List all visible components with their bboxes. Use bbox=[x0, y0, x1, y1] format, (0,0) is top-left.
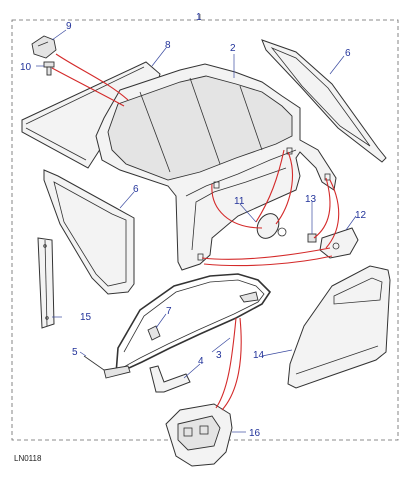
part-6-left-window[interactable] bbox=[43, 169, 135, 295]
part-16-latch-housing[interactable] bbox=[165, 403, 233, 467]
callout-12: 12 bbox=[355, 210, 367, 221]
callout-11: 11 bbox=[234, 196, 245, 207]
assembly-frame bbox=[11, 19, 399, 441]
callout-8: 8 bbox=[165, 40, 171, 51]
part-15-trim-strip[interactable] bbox=[37, 237, 55, 329]
part-2-hard-top-body[interactable] bbox=[95, 63, 337, 271]
callout-16: 16 bbox=[249, 428, 261, 439]
callout-10: 10 bbox=[20, 62, 32, 73]
part-5-rod[interactable] bbox=[83, 355, 131, 379]
part-11-washer[interactable] bbox=[253, 210, 287, 243]
part-12-bracket[interactable] bbox=[319, 227, 359, 259]
leader-lines bbox=[36, 29, 357, 433]
callout-7: 7 bbox=[166, 306, 172, 317]
part-9-cap[interactable] bbox=[31, 35, 57, 59]
callout-13: 13 bbox=[305, 194, 317, 205]
diagram-code: LN0118 bbox=[14, 454, 42, 463]
callout-5: 5 bbox=[72, 347, 78, 358]
callout-2: 2 bbox=[230, 43, 236, 54]
callout-4: 4 bbox=[198, 356, 204, 367]
part-3-seal-frame[interactable] bbox=[115, 273, 272, 376]
callout-6-upper: 6 bbox=[345, 48, 351, 59]
part-10-screw[interactable] bbox=[43, 61, 55, 76]
part-4-bracket[interactable] bbox=[149, 365, 191, 393]
part-14-door-pad[interactable] bbox=[287, 265, 391, 389]
callout-labels: 1 2 3 4 5 6 6 7 8 9 10 11 12 13 14 15 16 bbox=[20, 12, 367, 439]
part-6-upper-window[interactable] bbox=[261, 39, 387, 163]
callout-6-left: 6 bbox=[133, 184, 139, 195]
routing-lines bbox=[51, 53, 340, 411]
callout-1: 1 bbox=[196, 12, 202, 23]
callout-14: 14 bbox=[253, 350, 265, 361]
part-7-clip[interactable] bbox=[147, 325, 161, 341]
callout-3: 3 bbox=[216, 350, 222, 361]
callout-9: 9 bbox=[66, 21, 72, 32]
callout-15: 15 bbox=[80, 312, 92, 323]
